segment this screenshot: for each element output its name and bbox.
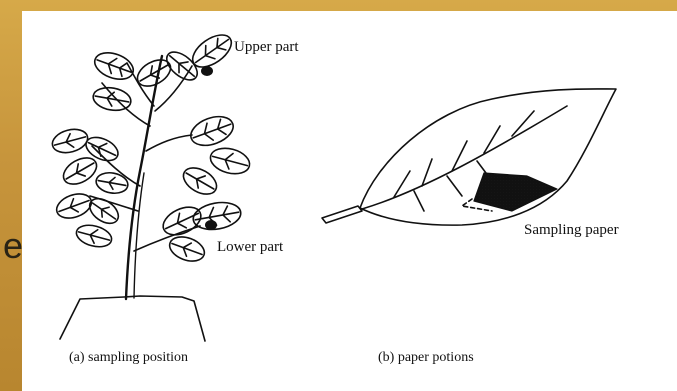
leaf: [91, 48, 137, 84]
sampling-paper-area: [474, 173, 557, 211]
leaf: [95, 170, 130, 195]
upper-part-label: Upper part: [234, 39, 299, 56]
leaf: [208, 144, 253, 178]
leaf: [191, 199, 243, 233]
figure-panel: Upper part Lower part Sampling paper (a)…: [22, 11, 677, 391]
lower-part-label: Lower part: [217, 239, 283, 256]
leaf-with-paper: [322, 89, 616, 225]
branch: [146, 135, 192, 151]
plant-illustration: [50, 29, 253, 341]
ground-mound: [60, 296, 205, 341]
leaf: [50, 126, 90, 157]
lower-sample-spot: [205, 220, 217, 230]
sampling-paper-label: Sampling paper: [524, 222, 619, 239]
clipped-slide-text: e: [3, 228, 23, 264]
upper-sample-spot: [201, 66, 213, 76]
leaf: [53, 190, 94, 223]
caption-a: (a) sampling position: [69, 350, 188, 366]
leaf: [74, 222, 114, 251]
leaf-petiole: [322, 206, 362, 223]
leaf: [179, 162, 221, 199]
leaf: [187, 111, 237, 150]
caption-b: (b) paper potions: [378, 350, 474, 366]
leaf: [159, 202, 205, 241]
leaf: [166, 233, 207, 266]
diagram-canvas: [22, 11, 677, 391]
leaf: [59, 152, 101, 189]
